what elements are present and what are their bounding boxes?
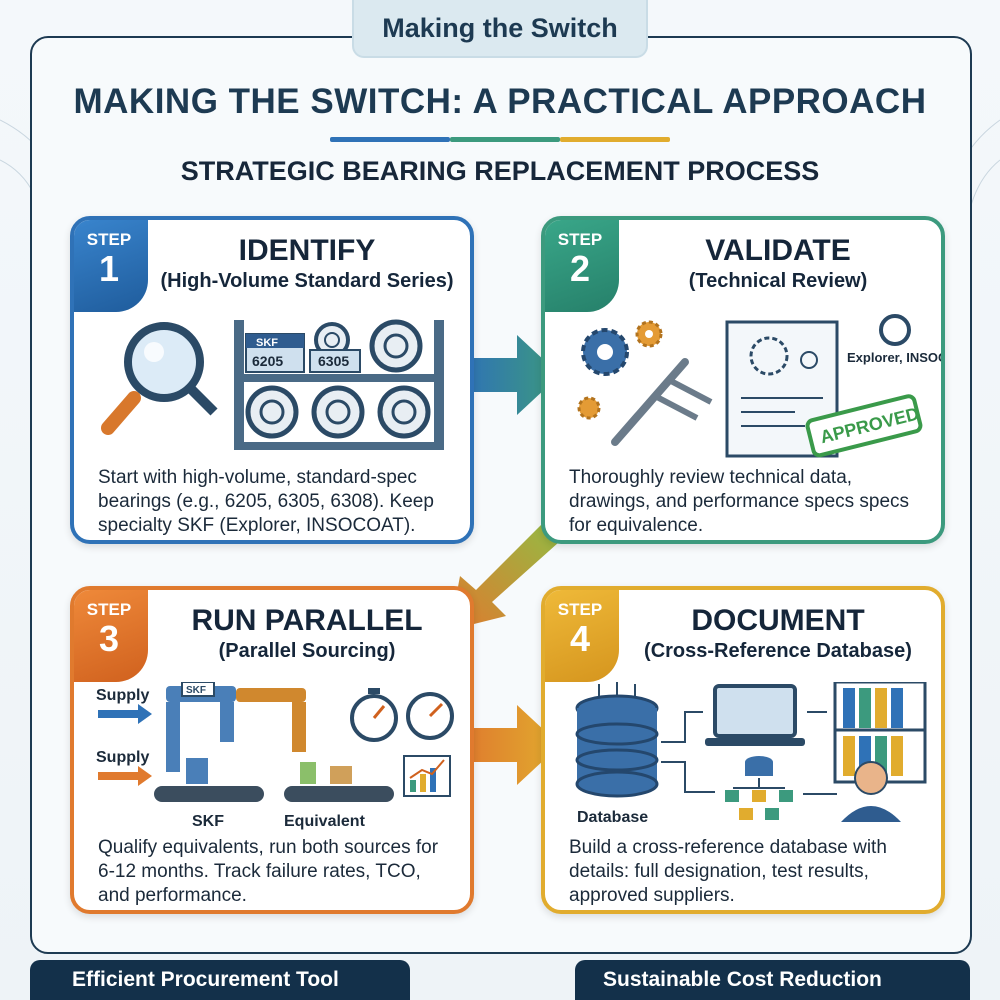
step-subtitle: (Cross-Reference Database) [644,640,912,662]
step-title: DOCUMENT [691,604,865,637]
step-word: STEP [557,600,603,619]
validate-illustration: Explorer, INSOCOAT APPROVED [577,314,943,458]
line-label-equivalent: Equivalent [284,813,366,830]
step-card-run-parallel: STEP 3 RUN PARALLEL (Parallel Sourcing) … [70,586,474,914]
step-number: 4 [569,618,591,659]
arrow-step2-to-step3 [450,518,568,630]
run-parallel-illustration: Supply Supply SKF SKF Equivalent [96,682,454,830]
step-number: 2 [569,248,591,289]
growth-chart-icon [403,755,451,797]
arrow-step3-to-step4 [462,705,560,785]
validate-note: Explorer, INSOCOAT [847,350,943,365]
step-number: 3 [98,618,120,659]
title-underline-green [450,137,560,142]
magnifier-icon [101,322,218,435]
step-number: 1 [98,248,120,289]
conveyor-brand-label: SKF [186,685,206,696]
arrow-step1-to-step2 [462,335,560,415]
stopwatch-icon [350,688,398,742]
line-label-skf: SKF [192,813,224,830]
step-word: STEP [86,230,132,249]
drawing-document-icon [725,320,839,458]
footer-left-label: Efficient Procurement Tool [30,960,410,1000]
step-title: RUN PARALLEL [191,604,423,637]
step-description: Build a cross-reference database with de… [569,837,887,906]
shelf-part-label-b: 6305 [318,353,349,369]
header-tab: Making the Switch [352,0,648,58]
step-description: Qualify equivalents, run both sources fo… [98,837,439,906]
step-title: IDENTIFY [238,234,376,267]
database-label: Database [577,809,648,826]
step-word: STEP [557,230,603,249]
step-card-identify: STEP 1 IDENTIFY (High-Volume Standard Se… [70,216,474,544]
step-badge: STEP 3 [74,590,148,682]
step-card-validate: STEP 2 VALIDATE (Technical Review) Explo… [541,216,945,544]
page-title: MAKING THE SWITCH: A PRACTICAL APPROACH [73,82,927,121]
laptop-icon [705,684,805,746]
gauge-icon [406,692,454,740]
step-badge: STEP 4 [545,590,619,682]
step-description: Start with high-volume, standard-spec be… [98,467,434,536]
document-illustration: Database [575,682,927,826]
bearing-icon [879,314,911,346]
database-icon [575,682,659,798]
step-subtitle: (Technical Review) [688,270,868,292]
gears-icon [577,320,663,420]
supply-arrow-icon [98,704,152,724]
shelf-brand-label: SKF [256,337,278,349]
supply-arrow-icon [98,766,152,786]
step-title: VALIDATE [705,234,851,267]
step-badge: STEP 1 [74,220,148,312]
step-description: Thoroughly review technical data, drawin… [569,467,910,536]
footer-right-label: Sustainable Cost Reduction [575,960,970,1000]
shelf-part-label-a: 6205 [252,353,283,369]
title-underline-blue [330,137,450,142]
step-word: STEP [86,600,132,619]
supply-label-1: Supply [96,687,149,704]
org-chart-icon [725,756,793,820]
bearing-shelf-icon: SKF 6205 6305 [234,319,444,450]
step-subtitle: (Parallel Sourcing) [218,640,396,662]
identify-illustration: SKF 6205 6305 [101,319,444,450]
page-subtitle: STRATEGIC BEARING REPLACEMENT PROCESS [180,156,820,186]
step-badge: STEP 2 [545,220,619,312]
conveyor-icon: SKF [154,682,394,802]
caliper-icon [611,358,713,446]
supply-label-2: Supply [96,749,149,766]
step-card-document: STEP 4 DOCUMENT (Cross-Reference Databas… [541,586,945,914]
title-underline-orange [560,137,670,142]
step-subtitle: (High-Volume Standard Series) [160,270,454,292]
person-icon [841,761,901,822]
